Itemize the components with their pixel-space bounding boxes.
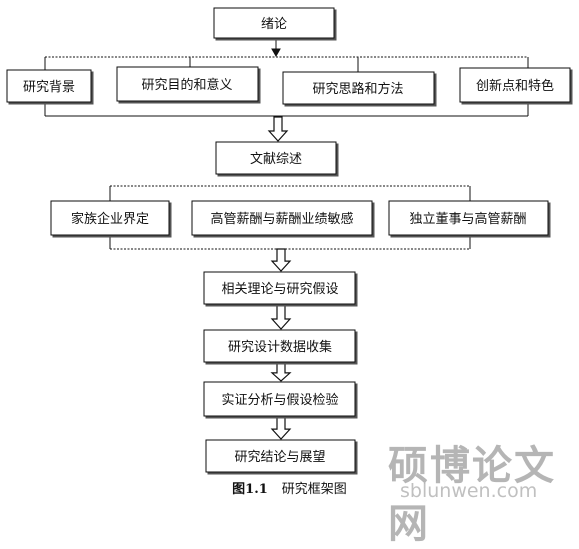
review-box-label: 文献综述 (250, 152, 302, 167)
chain-step-hypothesis: 相关理论与研究假设 (221, 282, 338, 297)
row2-item-family-firm: 家族企业界定 (71, 211, 149, 227)
chain-step-conclusion: 研究结论与展望 (234, 449, 325, 465)
flow-arrow-3 (270, 304, 292, 330)
figure-caption: 图1.1 研究框架图 (0, 478, 579, 497)
flow-arrow-1 (267, 116, 289, 142)
connectors-middle (109, 185, 471, 250)
flow-arrows (267, 116, 292, 440)
research-framework-diagram: 绪论 研究背景 研究目的和意义 研究思路和方法 创新点和特色 文献综述 家族企业… (6, 7, 571, 473)
connectors-top (44, 38, 529, 117)
review-box (215, 141, 337, 175)
title-box-label: 绪论 (261, 17, 287, 32)
row1-item-background: 研究背景 (23, 80, 75, 95)
flow-arrow-2 (270, 248, 292, 272)
figure-number: 图1.1 (232, 482, 268, 497)
title-box (213, 7, 335, 39)
flow-arrow-5 (270, 416, 292, 440)
row2-boxes (50, 200, 549, 236)
flow-arrow-4 (270, 362, 292, 382)
row2-item-pay-sensitivity: 高管薪酬与薪酬业绩敏感 (210, 211, 353, 227)
row1-boxes (6, 66, 571, 105)
row1-item-innovation: 创新点和特色 (476, 78, 554, 94)
chain-boxes (203, 271, 356, 473)
row2-item-independent-director: 独立董事与高管薪酬 (409, 211, 526, 227)
watermark-url: sblunwen.com (400, 480, 538, 502)
chain-step-analysis: 实证分析与假设检验 (221, 392, 338, 408)
row1-item-method: 研究思路和方法 (312, 81, 403, 97)
figure-title: 研究框架图 (281, 482, 347, 497)
chain-step-design: 研究设计数据收集 (228, 339, 332, 355)
row1-item-purpose: 研究目的和意义 (141, 77, 232, 93)
